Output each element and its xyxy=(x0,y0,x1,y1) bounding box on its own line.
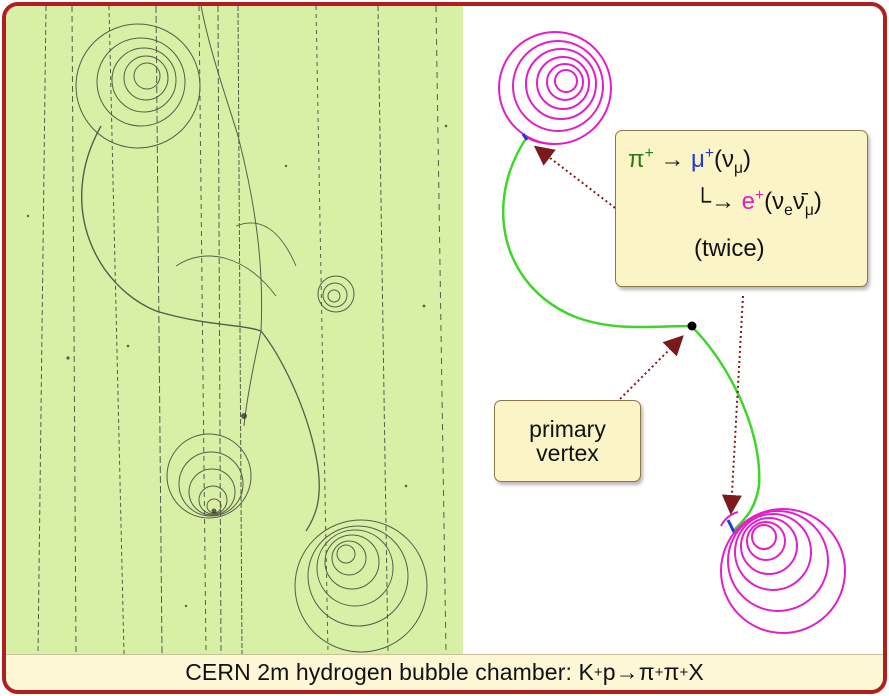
pion-charge: + xyxy=(644,145,654,162)
neutrino-open-2: (ν xyxy=(764,188,785,215)
pointer-to-vertex xyxy=(612,335,684,407)
decay-line-2: └→ e+(νeν̄μ) xyxy=(694,187,822,220)
neutrino-close-2: ) xyxy=(813,188,822,215)
caption-pion2: π xyxy=(663,659,680,685)
caption-pion1: π xyxy=(638,659,655,685)
pointer-to-upper-decay xyxy=(533,145,624,215)
positron-charge: + xyxy=(755,187,765,204)
elbow-arrow: └→ xyxy=(694,188,742,215)
bubble-chamber-tracks-image xyxy=(26,6,448,655)
neutrino-flavor-e: e xyxy=(784,201,793,219)
pion-track-left xyxy=(502,139,692,329)
neutrino-close: ) xyxy=(742,146,751,173)
primary-vertex-line1: primary xyxy=(529,416,606,442)
muon-charge: + xyxy=(704,145,714,162)
track-diagram-panel xyxy=(463,6,883,654)
neutrino-flavor-mu: μ xyxy=(733,159,743,177)
twice-label: (twice) xyxy=(694,235,765,262)
pion-symbol: π xyxy=(628,146,645,173)
lower-positron-spiral-outer xyxy=(720,508,846,634)
track-diagram xyxy=(498,31,846,634)
caption-arrow: → xyxy=(615,659,639,685)
caption-proton: p xyxy=(602,659,616,685)
decay-line-1: π+ → μ+(νμ) xyxy=(628,145,751,178)
primary-vertex-dot xyxy=(687,321,697,331)
caption-prefix: CERN 2m hydrogen bubble chamber: K xyxy=(185,659,594,685)
decay-chain-box: π+ → μ+(νμ) └→ e+(νeν̄μ) (twice) xyxy=(615,130,868,287)
caption-x: X xyxy=(688,659,704,685)
caption-pion2-charge: + xyxy=(679,664,689,681)
neutrino-open: (ν xyxy=(713,146,734,173)
primary-vertex-line2: vertex xyxy=(536,440,599,466)
figure-caption: CERN 2m hydrogen bubble chamber: K+p → π… xyxy=(6,654,883,690)
caption-kaon-charge: + xyxy=(593,664,603,681)
pointer-to-lower-decay xyxy=(721,295,744,515)
decay-arrow: → xyxy=(653,146,692,173)
antineutrino-symbol: ν̄ xyxy=(792,188,805,215)
antineutrino-flavor-mu: μ xyxy=(804,201,814,219)
caption-pion1-charge: + xyxy=(654,664,664,681)
bubble-chamber-photo xyxy=(6,6,463,655)
muon-symbol: μ xyxy=(691,146,705,173)
positron-symbol: e xyxy=(741,188,756,215)
pion-track-right xyxy=(690,325,761,532)
primary-vertex-box: primary vertex xyxy=(494,400,641,482)
upper-muon-stub xyxy=(521,133,529,141)
